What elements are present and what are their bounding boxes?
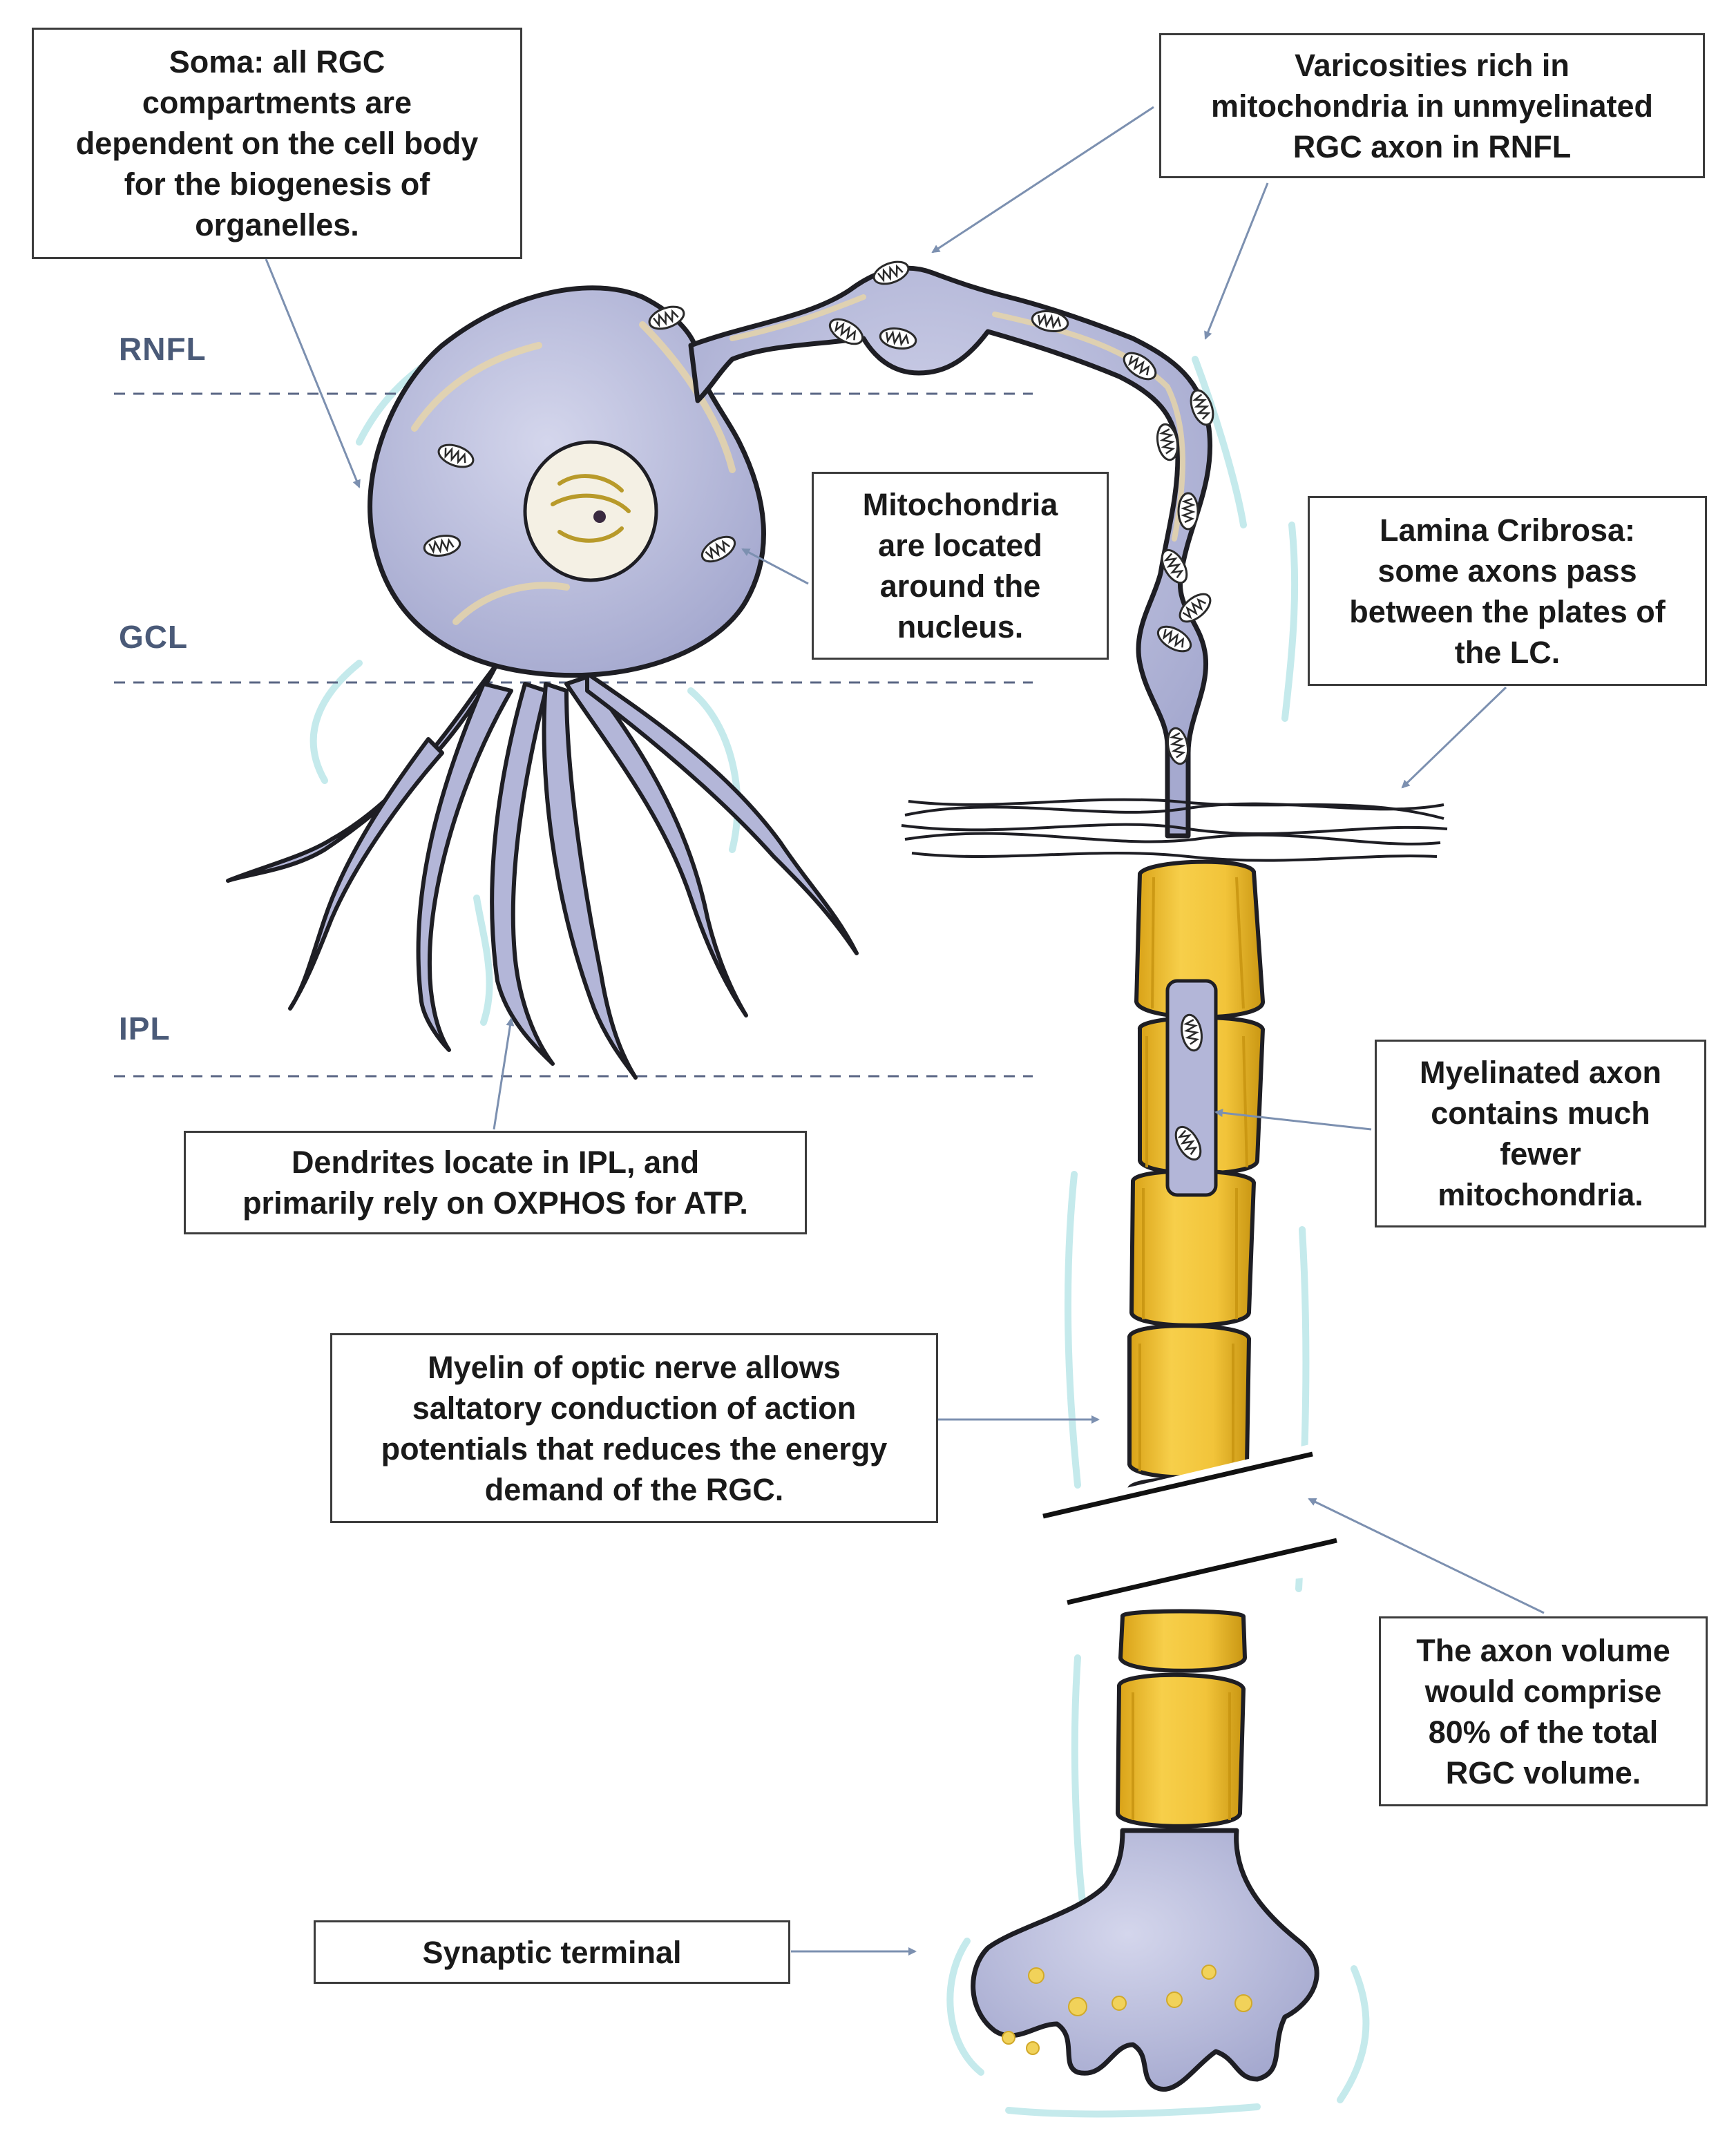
callout-lamina-cribrosa: Lamina Cribrosa: some axons pass between… (1308, 496, 1707, 686)
callout-arrows (265, 106, 1545, 1956)
callout-soma: Soma: all RGC compartments are dependent… (32, 28, 522, 259)
arrow-myelinated (1214, 1109, 1372, 1131)
callout-mitochondria-nucleus: Mitochondria are located around the nucl… (812, 472, 1109, 660)
layer-label-ipl: IPL (119, 1011, 171, 1047)
glow-halo (309, 273, 1370, 2118)
synaptic-terminal-shape (971, 1828, 1319, 2092)
arrow-varicosity-right (1204, 182, 1269, 340)
callout-myelin-optic-nerve: Myelin of optic nerve allows saltatory c… (330, 1333, 938, 1523)
myelin-cutaway (1165, 979, 1218, 1197)
golgi-apparatus (551, 474, 631, 543)
callout-varicosities: Varicosities rich in mitochondria in unm… (1159, 33, 1705, 178)
callout-axon-volume: The axon volume would comprise 80% of th… (1379, 1616, 1708, 1806)
nucleus (523, 440, 658, 582)
arrow-soma (265, 258, 361, 488)
arrow-lamina (1401, 686, 1507, 789)
myelin-texture (1132, 877, 1248, 1820)
synaptic-vesicles (1002, 1965, 1252, 2055)
arrow-mito-nucleus (741, 548, 809, 585)
nucleolus (593, 510, 606, 523)
layer-label-gcl: GCL (119, 619, 189, 655)
axon-break (1036, 1444, 1337, 1609)
lamina-cribrosa (901, 798, 1448, 862)
callout-synaptic-terminal: Synaptic terminal (314, 1920, 790, 1984)
callout-dendrites: Dendrites locate in IPL, and primarily r… (184, 1131, 807, 1234)
layer-label-rnfl: RNFL (119, 331, 207, 367)
dendrites (226, 661, 859, 1080)
callout-myelinated-axon: Myelinated axon contains much fewer mito… (1375, 1040, 1706, 1227)
arrow-varicosity-left (931, 106, 1154, 254)
arrow-axon-volume (1308, 1498, 1545, 1614)
arrow-dendrites (493, 1017, 515, 1130)
